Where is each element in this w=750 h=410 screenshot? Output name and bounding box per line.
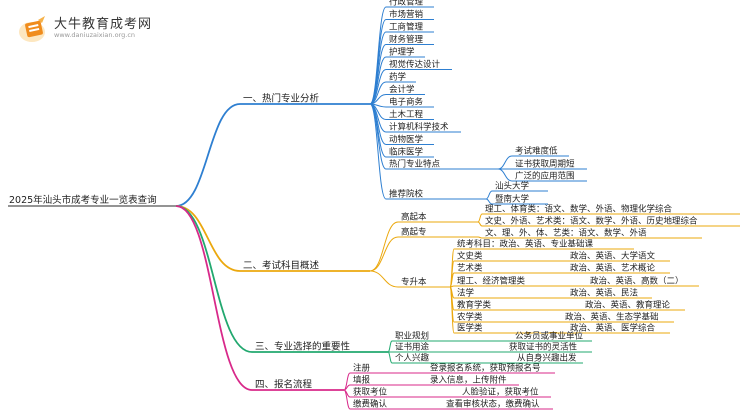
importance-link bbox=[387, 351, 393, 364]
root-title: 2025年汕头市成考专业一览表查询 bbox=[9, 194, 157, 206]
gqb-item-link bbox=[477, 213, 483, 223]
importance-key: 证书用途 bbox=[395, 342, 430, 353]
major-item: 计算机科学技术 bbox=[389, 122, 449, 133]
school-item: 汕头大学 bbox=[495, 181, 530, 192]
major-item: 药学 bbox=[389, 72, 407, 83]
zsb-label: 专升本 bbox=[401, 277, 427, 288]
gqz-item-link bbox=[477, 236, 483, 239]
zsb-category: 农学类 bbox=[457, 312, 483, 323]
major-item: 会计学 bbox=[389, 84, 415, 95]
school-item-link bbox=[485, 190, 493, 200]
major-item: 动物医学 bbox=[389, 134, 424, 145]
branch-hot-majors: 一、热门专业分析 bbox=[243, 93, 320, 105]
zsb-item-link bbox=[449, 286, 455, 334]
feature-item: 考试难度低 bbox=[515, 146, 558, 157]
major-item: 电子商务 bbox=[389, 97, 424, 108]
importance-value: 获取证书的灵活性 bbox=[509, 342, 578, 353]
major-item: 市场营销 bbox=[389, 9, 424, 20]
major-item: 护理学 bbox=[389, 47, 415, 58]
gqb-item-link bbox=[477, 221, 483, 227]
major-item: 工商管理 bbox=[389, 22, 424, 33]
major-item: 视觉传达设计 bbox=[389, 59, 441, 70]
zsb-subjects: 政治、英语、大学语文 bbox=[570, 251, 656, 262]
registration-link bbox=[343, 389, 351, 410]
gqz-label: 高起专 bbox=[401, 227, 427, 238]
branch-importance: 三、专业选择的重要性 bbox=[255, 341, 351, 353]
feature-item-link bbox=[497, 155, 513, 170]
zsb-category: 教育学类 bbox=[457, 300, 492, 311]
branch-hot-majors-link bbox=[175, 103, 241, 207]
branch-exam-subjects: 二、考试科目概述 bbox=[243, 260, 320, 272]
brand-logo-icon bbox=[18, 16, 50, 44]
branch-registration: 四、报名流程 bbox=[255, 379, 313, 391]
major-item: 土木工程 bbox=[389, 109, 424, 120]
registration-link bbox=[343, 384, 351, 391]
branch-importance-link bbox=[175, 205, 253, 353]
registration-detail: 查看审核状态，缴费确认 bbox=[446, 399, 540, 410]
zsb-category: 医学类 bbox=[457, 323, 483, 334]
zsb-category: 法学 bbox=[457, 288, 475, 299]
branch-exam-subjects-link bbox=[175, 205, 241, 272]
schools-label-link bbox=[369, 103, 387, 200]
brand-name: 大牛教育成考网 bbox=[54, 17, 153, 32]
major-item-link bbox=[369, 19, 387, 105]
importance-key: 个人兴趣 bbox=[395, 353, 430, 364]
gqz-label-link bbox=[369, 236, 399, 272]
zsb-subjects: 政治、英语、高数（二） bbox=[590, 276, 684, 287]
gqb-item: 文史、外语、艺术类：语文、数学、外语、历史地理综合 bbox=[485, 216, 698, 227]
major-item: 行政管理 bbox=[389, 0, 424, 8]
importance-value: 公务员或事业单位 bbox=[515, 331, 584, 342]
schools-label: 推荐院校 bbox=[389, 189, 424, 200]
registration-detail: 人脸验证，获取考位 bbox=[462, 387, 539, 398]
zsb-subjects: 政治、英语、艺术概论 bbox=[570, 263, 656, 274]
importance-link bbox=[387, 340, 393, 353]
gqb-label: 高起本 bbox=[401, 212, 427, 223]
features-label: 热门专业特点 bbox=[389, 159, 441, 170]
registration-detail: 登录报名系统，获取预报名号 bbox=[430, 363, 541, 374]
gqz-item: 文、理、外、体、艺类：语文、数学、外语 bbox=[485, 228, 647, 239]
zsb-subjects: 政治、英语、医学综合 bbox=[570, 323, 656, 334]
zsb-common: 统考科目：政治、英语、专业基础课 bbox=[457, 239, 594, 250]
zsb-category: 理工、经济管理类 bbox=[457, 276, 526, 287]
features-label-link bbox=[369, 103, 387, 170]
zsb-subjects: 政治、英语、教育理论 bbox=[585, 300, 671, 311]
school-item-link bbox=[485, 198, 493, 205]
school-item: 暨南大学 bbox=[495, 194, 530, 205]
zsb-label-link bbox=[369, 270, 399, 288]
zsb-category: 艺术类 bbox=[457, 263, 483, 274]
importance-value: 从自身兴趣出发 bbox=[517, 353, 577, 364]
feature-item: 证书获取周期短 bbox=[515, 159, 575, 170]
zsb-category: 文史类 bbox=[457, 251, 483, 262]
brand-url: www.daniuzaixian.org.cn bbox=[54, 31, 136, 39]
feature-item: 广泛的应用范围 bbox=[515, 171, 575, 182]
major-item: 财务管理 bbox=[389, 34, 424, 45]
registration-step: 获取考位 bbox=[353, 387, 388, 398]
registration-step: 缴费确认 bbox=[353, 399, 388, 410]
registration-step: 填报 bbox=[353, 375, 371, 386]
registration-step: 注册 bbox=[353, 363, 371, 374]
importance-key: 职业规划 bbox=[395, 331, 429, 342]
zsb-subjects: 政治、英语、生态学基础 bbox=[565, 312, 659, 323]
branch-registration-link bbox=[175, 205, 253, 391]
major-item: 临床医学 bbox=[389, 147, 424, 158]
gqb-item: 理工、体育类：语文、数学、外语、物理化学综合 bbox=[485, 204, 673, 215]
gqb-label-link bbox=[369, 221, 399, 272]
feature-item-link bbox=[497, 168, 513, 182]
zsb-subjects: 政治、英语、民法 bbox=[570, 288, 638, 299]
registration-detail: 录入信息，上传附件 bbox=[430, 375, 507, 386]
